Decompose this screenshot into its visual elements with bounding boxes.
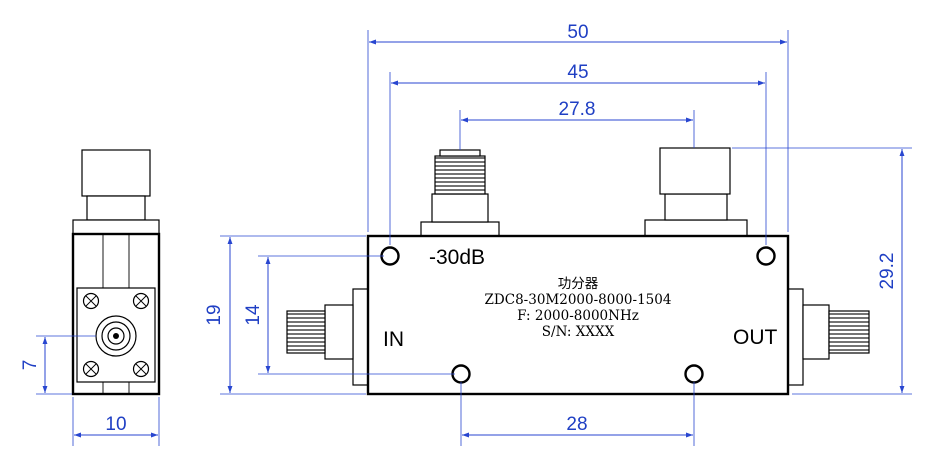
dim-overall-length-text: 50 <box>567 22 588 43</box>
dim-connector-offset-text: 7 <box>20 360 41 371</box>
side-connector-flange <box>72 219 160 235</box>
screw-icon <box>82 360 100 378</box>
dim-body-height-text: 19 <box>204 304 225 325</box>
dimension-hole-vertical-spacing: 14 <box>243 255 455 375</box>
right-connector-flange <box>787 288 804 386</box>
left-connector-thread <box>286 310 326 354</box>
dimension-body-height: 19 <box>204 235 366 395</box>
nameplate-title: 功分器 <box>558 276 599 292</box>
nameplate-frequency: F: 2000-8000NHz <box>517 308 639 324</box>
mount-hole-top-right <box>756 246 776 266</box>
mount-hole-bottom-right <box>684 364 704 384</box>
sma-connector-face-icon <box>95 315 137 357</box>
coupler-body <box>366 234 790 396</box>
top-connector-nut <box>439 149 481 157</box>
dim-bottom-hole-spacing-text: 28 <box>566 414 587 435</box>
left-connector-flange <box>352 288 369 386</box>
top-connector-flange <box>420 221 500 237</box>
coupling-label: -30dB <box>429 246 485 269</box>
mount-hole-bottom-left <box>451 364 471 384</box>
right-connector-thread <box>828 310 870 354</box>
top-right-connector-cap <box>659 147 731 195</box>
top-right-connector-neck <box>664 193 728 221</box>
input-port-label: IN <box>383 328 404 351</box>
screw-icon <box>132 292 150 310</box>
dim-side-width-text: 10 <box>105 414 126 435</box>
mount-hole-top-left <box>380 246 400 266</box>
side-connector-cap <box>81 149 151 197</box>
side-view <box>71 149 161 396</box>
front-view: -30dB IN OUT 功分器 ZDC8-30M2000-8000-1504 … <box>286 147 870 396</box>
top-connector-thread <box>434 155 486 195</box>
dimension-side-width: 10 <box>72 397 160 446</box>
nameplate-model: ZDC8-30M2000-8000-1504 <box>485 292 672 308</box>
dimension-connector-offset: 7 <box>20 335 96 395</box>
dimension-mount-span: 45 <box>389 62 767 245</box>
dim-overall-height-text: 29.2 <box>877 253 898 290</box>
left-connector-neck <box>324 304 354 360</box>
dimension-bottom-hole-spacing: 28 <box>460 382 695 446</box>
dim-mount-span-text: 45 <box>567 62 588 83</box>
dimension-overall-length: 50 <box>367 22 789 232</box>
top-right-connector-flange <box>644 219 748 237</box>
side-connector-neck <box>86 195 146 221</box>
dim-hole-spacing-text: 14 <box>243 304 264 326</box>
top-connector-neck <box>431 193 489 223</box>
dim-port-spacing-text: 27.8 <box>559 99 596 120</box>
dimension-overall-height: 29.2 <box>732 147 912 395</box>
dimension-port-spacing: 27.8 <box>459 99 695 150</box>
screw-icon <box>82 292 100 310</box>
screw-icon <box>132 360 150 378</box>
right-connector-neck <box>802 304 830 360</box>
nameplate-serial: S/N: XXXX <box>542 324 615 340</box>
output-port-label: OUT <box>733 326 778 349</box>
